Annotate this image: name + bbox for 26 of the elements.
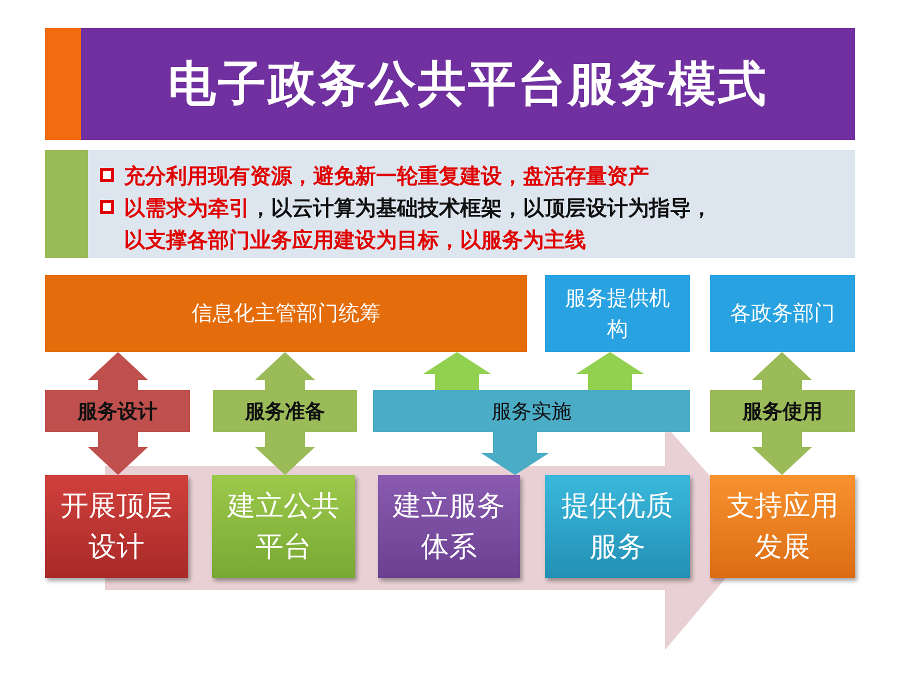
- role-box: 信息化主管部门统筹: [45, 275, 527, 352]
- arrow: [423, 352, 491, 390]
- role-box: 服务提供机构: [545, 275, 690, 352]
- bullet-text: ，以云计算为基础技术框架，以顶层设计为指导，: [250, 195, 712, 222]
- step-box: 开展顶层设计: [45, 475, 188, 578]
- bullet-text: 充分利用现有资源，避免新一轮重复建设，盘活存量资产: [124, 163, 649, 190]
- step-box: 建立服务体系: [378, 475, 520, 578]
- title-banner: 电子政务公共平台服务模式: [81, 28, 855, 140]
- arrow: [88, 432, 148, 475]
- arrow: [576, 352, 644, 390]
- arrow: [255, 352, 315, 390]
- step-box: 提供优质服务: [545, 475, 690, 578]
- arrow: [752, 352, 812, 390]
- stage-box: 服务使用: [710, 390, 855, 432]
- stage-box: 服务设计: [45, 390, 190, 432]
- role-box: 各政务部门: [710, 275, 855, 352]
- arrow: [481, 432, 549, 475]
- stage-box: 服务准备: [213, 390, 357, 432]
- bullet-text: 以需求为牵引: [124, 195, 250, 222]
- stage-box: 服务实施: [373, 390, 690, 432]
- arrow: [255, 432, 315, 475]
- arrow: [752, 432, 812, 475]
- bullet-text: 以支撑各部门业务应用建设为目标，以服务为主线: [124, 227, 586, 254]
- step-box: 建立公共平台: [212, 475, 355, 578]
- step-box: 支持应用发展: [710, 475, 855, 578]
- arrow: [88, 352, 148, 390]
